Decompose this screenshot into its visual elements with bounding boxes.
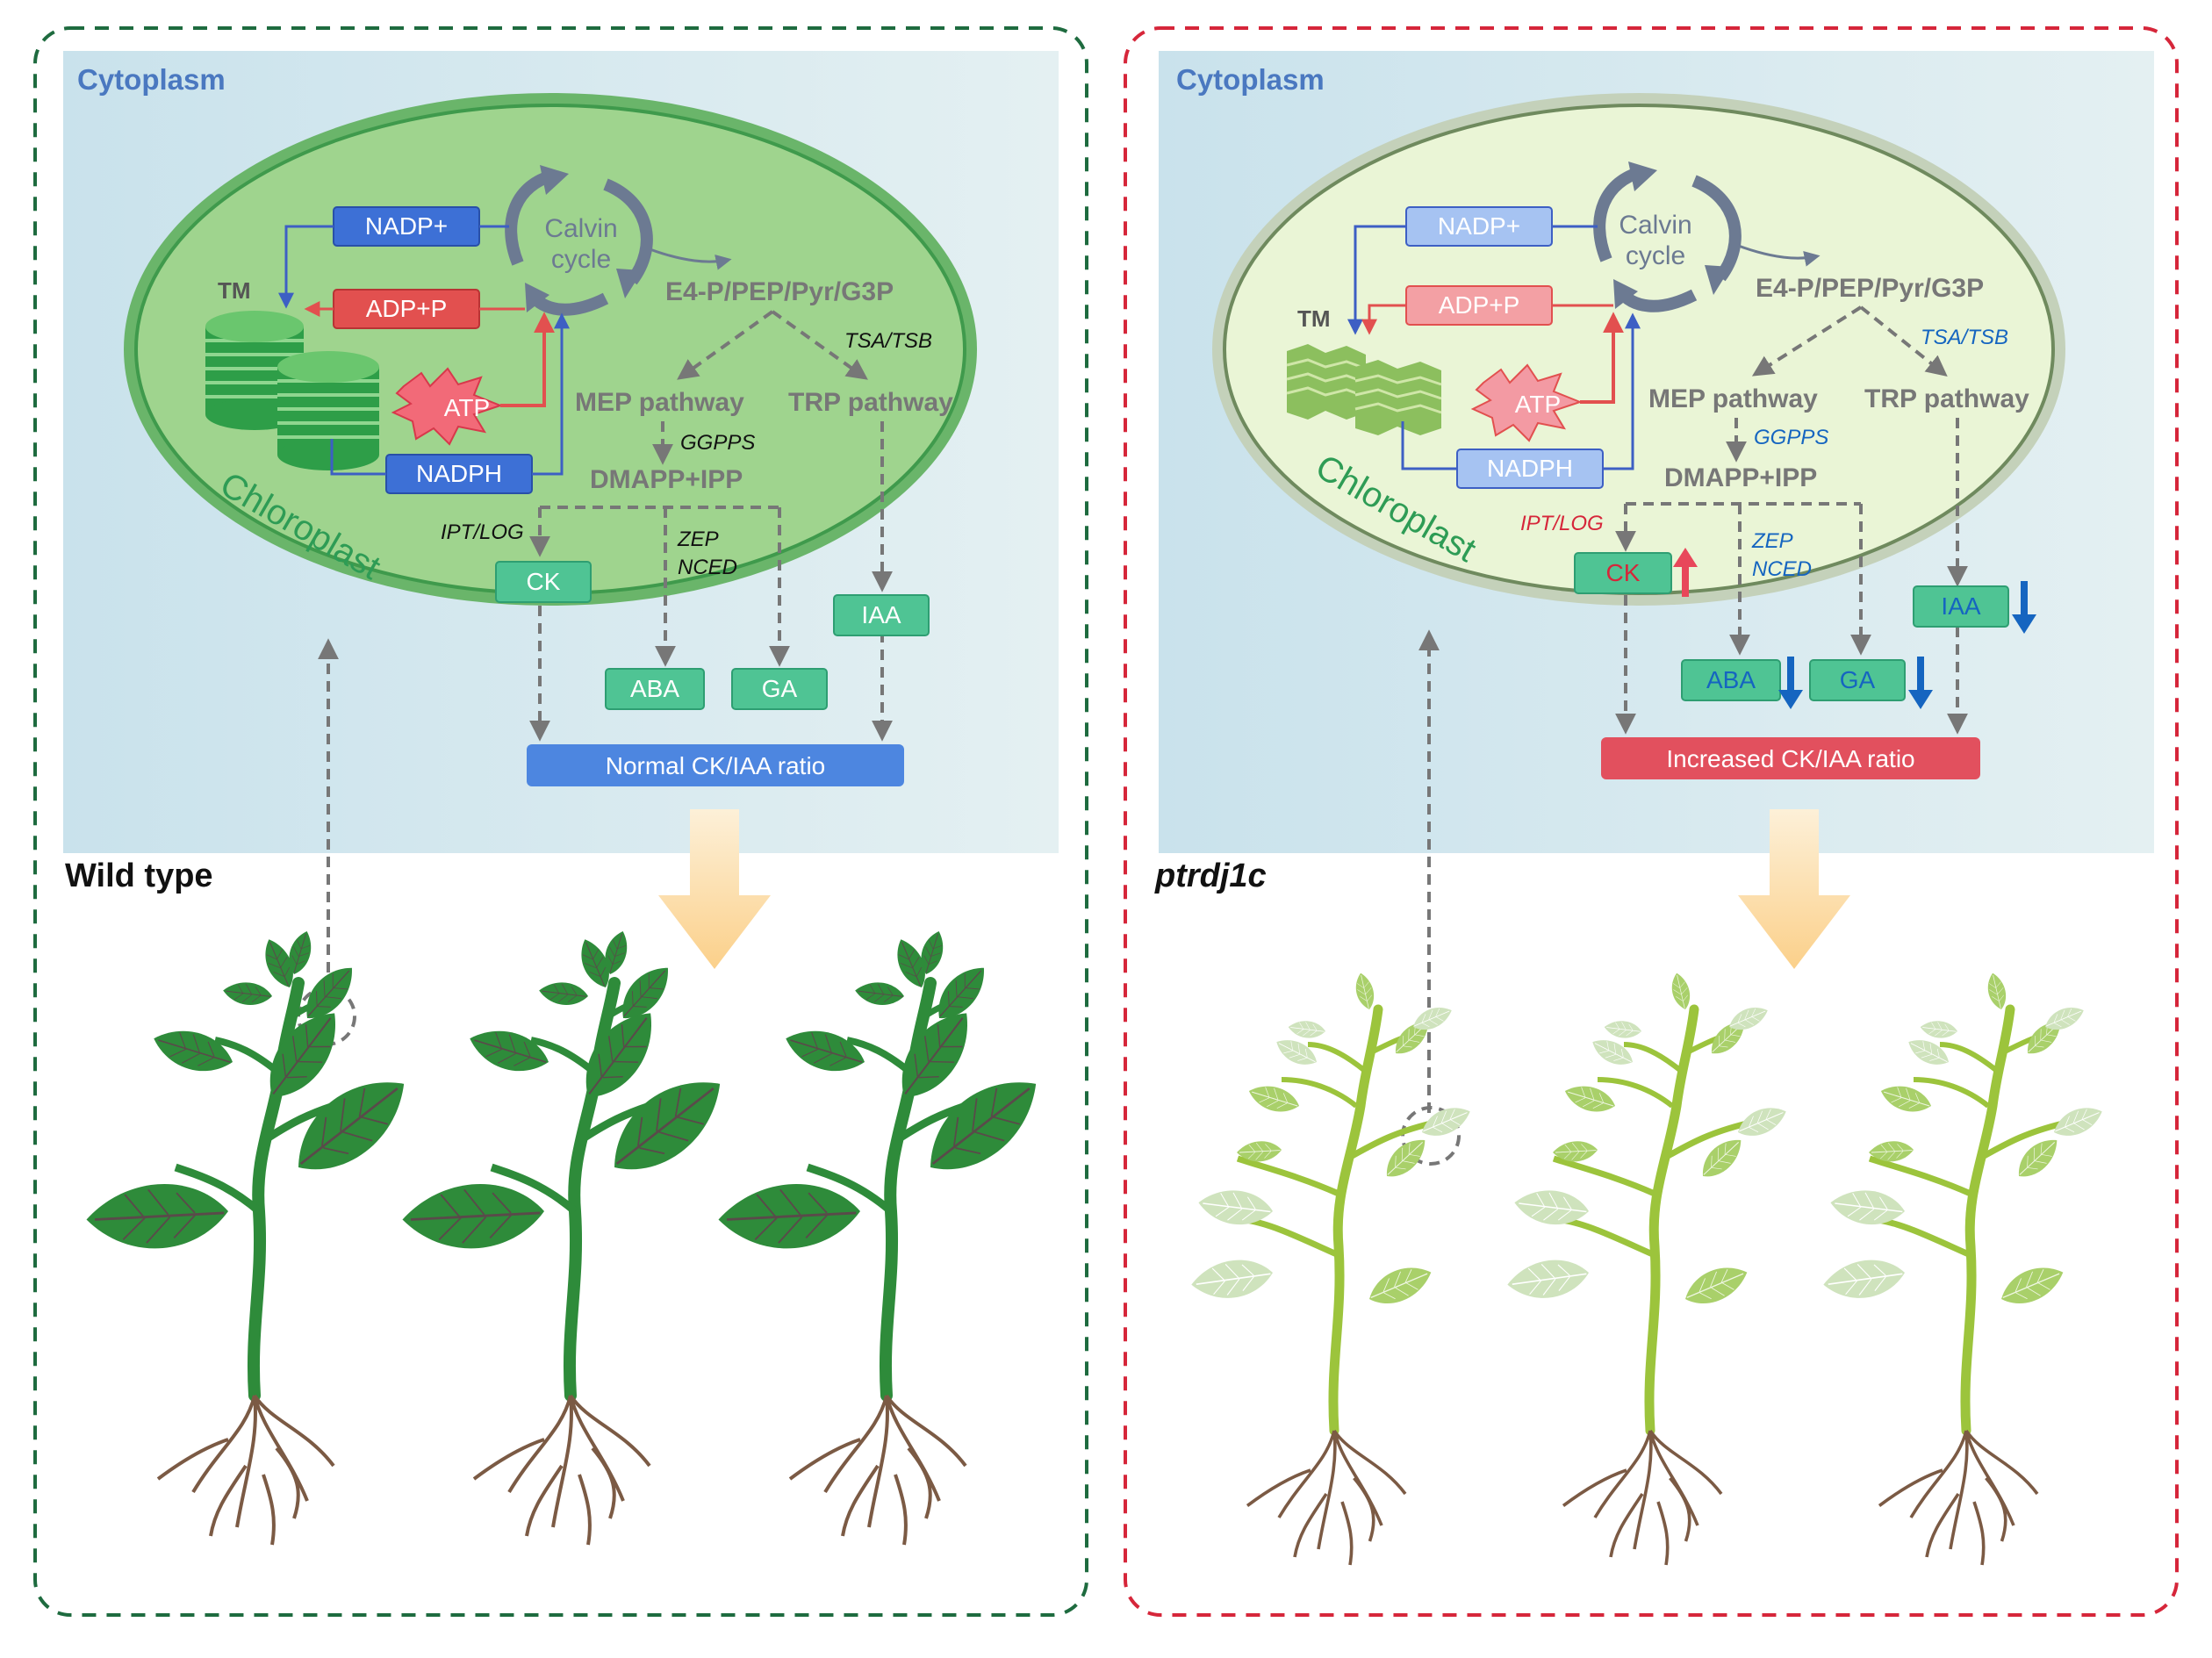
- mut-big-down-arrow: [1738, 809, 1850, 969]
- mut-ratio-bar: [1601, 737, 1980, 779]
- wt-ga-box: [731, 668, 828, 710]
- wt-ipt-log-label: IPT/LOG: [441, 520, 524, 544]
- mut-aba-label: ABA: [1706, 666, 1756, 693]
- wt-atp-burst: [391, 367, 503, 446]
- wt-zep-label: ZEP: [677, 528, 719, 551]
- wt-tm-label: TM: [218, 277, 251, 304]
- mut-atp-burst: [1470, 363, 1583, 442]
- mut-ck-label: CK: [1606, 559, 1641, 586]
- mut-iaa-box: [1913, 585, 2009, 628]
- mut-tm-to-nadph-line: [1401, 421, 1457, 470]
- mut-tsa-tsb-label: TSA/TSB: [1921, 326, 2008, 349]
- wild-type-panel: Cytoplasm Chloroplast TM Calvin: [33, 26, 1088, 1617]
- wt-ck-label: CK: [527, 568, 561, 595]
- mut-ga-box: [1809, 659, 1906, 701]
- wt-atp-to-calvin-arrow: [500, 312, 555, 407]
- mut-ggpps-label: GGPPS: [1754, 426, 1828, 449]
- wt-ratio-bar: [527, 744, 904, 786]
- mut-zep-label: ZEP: [1751, 529, 1793, 553]
- mut-nadp-plus-label: NADP+: [1438, 212, 1520, 240]
- wt-ga-label: GA: [762, 675, 798, 702]
- arrow-up-icon: [1673, 548, 1698, 567]
- wt-plant-2: [403, 929, 740, 1545]
- mut-mep-label: MEP pathway: [1648, 384, 1818, 413]
- wt-plant-1: [86, 929, 423, 1545]
- mut-ga-label: GA: [1840, 666, 1876, 693]
- mut-calvin-cycle: Calvin cycle: [1593, 161, 1742, 312]
- mut-pathway-arrows: [1615, 305, 1968, 735]
- mut-cytoplasm-label: Cytoplasm: [1176, 63, 1325, 96]
- mut-adp-to-tm-arrow: [1361, 304, 1406, 335]
- arrow-down-icon: [1778, 690, 1803, 709]
- wt-trp-label: TRP pathway: [788, 388, 953, 417]
- mut-title: ptrdj1c: [1154, 858, 1267, 894]
- wild-type-border: [33, 26, 1088, 1617]
- mut-calvin-to-e4p-arrow: [1728, 240, 1821, 267]
- mut-thylakoid-stack-2: [1354, 360, 1442, 435]
- wt-big-down-arrow: [658, 809, 771, 969]
- wt-calvin-to-e4p-arrow: [640, 244, 732, 270]
- wt-calvin-label-1: Calvin: [544, 214, 617, 243]
- wt-plant-3: [719, 929, 1056, 1545]
- wt-cytoplasm-label: Cytoplasm: [77, 63, 226, 96]
- wt-tsa-tsb-label: TSA/TSB: [844, 329, 932, 353]
- mut-nced-label: NCED: [1752, 557, 1812, 581]
- mut-calvin-label-1: Calvin: [1619, 211, 1691, 240]
- wt-thylakoid-stack-2: [277, 351, 379, 470]
- wt-thylakoid-stack-1: [205, 311, 304, 430]
- mut-plant-3: [1821, 972, 2107, 1565]
- mut-tm-label: TM: [1297, 305, 1331, 332]
- wt-nadph-to-calvin-arrow: [532, 312, 570, 476]
- wt-ratio-label: Normal CK/IAA ratio: [606, 752, 826, 779]
- wt-aba-box: [605, 668, 705, 710]
- mut-iaa-label: IAA: [1941, 592, 1980, 620]
- mut-plant-2: [1505, 972, 1791, 1565]
- mut-ipt-log-label: IPT/LOG: [1520, 512, 1604, 535]
- wt-mep-label: MEP pathway: [575, 388, 744, 417]
- wt-nadph-label: NADPH: [416, 460, 502, 487]
- mutant-border: [1124, 26, 2179, 1617]
- mut-ck-box: [1574, 552, 1672, 594]
- wt-ck-box: [495, 561, 592, 603]
- wt-calvin-label-2: cycle: [551, 245, 611, 274]
- wt-iaa-box: [833, 594, 930, 636]
- wt-tm-to-nadph-line: [330, 439, 386, 476]
- mut-adp-label: ADP+P: [1439, 291, 1520, 319]
- mut-trp-label: TRP pathway: [1864, 384, 2029, 413]
- mut-nadph-label: NADPH: [1487, 455, 1573, 482]
- wt-nadp-plus-label: NADP+: [365, 212, 448, 240]
- arrow-down-icon: [2012, 614, 2036, 634]
- wt-atp-label: ATP: [444, 394, 490, 421]
- mut-atp-to-calvin-arrow: [1580, 312, 1624, 404]
- mut-aba-box: [1681, 659, 1781, 701]
- mut-thylakoid-stack-1: [1286, 344, 1367, 420]
- wt-title: Wild type: [65, 858, 213, 894]
- wt-adp-label: ADP+P: [366, 295, 448, 322]
- wt-nced-label: NCED: [678, 556, 737, 579]
- mutant-panel: Cytoplasm Chloroplast TM Calvin cycle NA…: [1124, 26, 2179, 1617]
- mut-atp-label: ATP: [1515, 391, 1561, 418]
- wt-iaa-label: IAA: [861, 601, 901, 628]
- mut-dmapp-label: DMAPP+IPP: [1664, 463, 1817, 492]
- wt-ggpps-label: GGPPS: [680, 431, 755, 455]
- mut-calvin-label-2: cycle: [1626, 241, 1685, 270]
- mut-nadp-to-tm-arrow: [1347, 225, 1406, 335]
- wt-pathway-arrows: [529, 310, 893, 742]
- mut-e4p-label: E4-P/PEP/Pyr/G3P: [1756, 274, 1984, 303]
- mut-plant-1: [1189, 972, 1475, 1565]
- mut-nadph-to-calvin-arrow: [1603, 312, 1641, 470]
- wt-nadp-to-tm-arrow: [278, 225, 334, 309]
- wt-dmapp-label: DMAPP+IPP: [590, 465, 743, 494]
- wt-aba-label: ABA: [630, 675, 679, 702]
- mut-ratio-label: Increased CK/IAA ratio: [1666, 745, 1914, 772]
- mut-zoom-circle: [1401, 1106, 1461, 1166]
- arrow-down-icon: [1908, 690, 1933, 709]
- wt-e4p-label: E4-P/PEP/Pyr/G3P: [665, 277, 894, 306]
- wt-calvin-cycle: Calvin cycle: [505, 165, 653, 316]
